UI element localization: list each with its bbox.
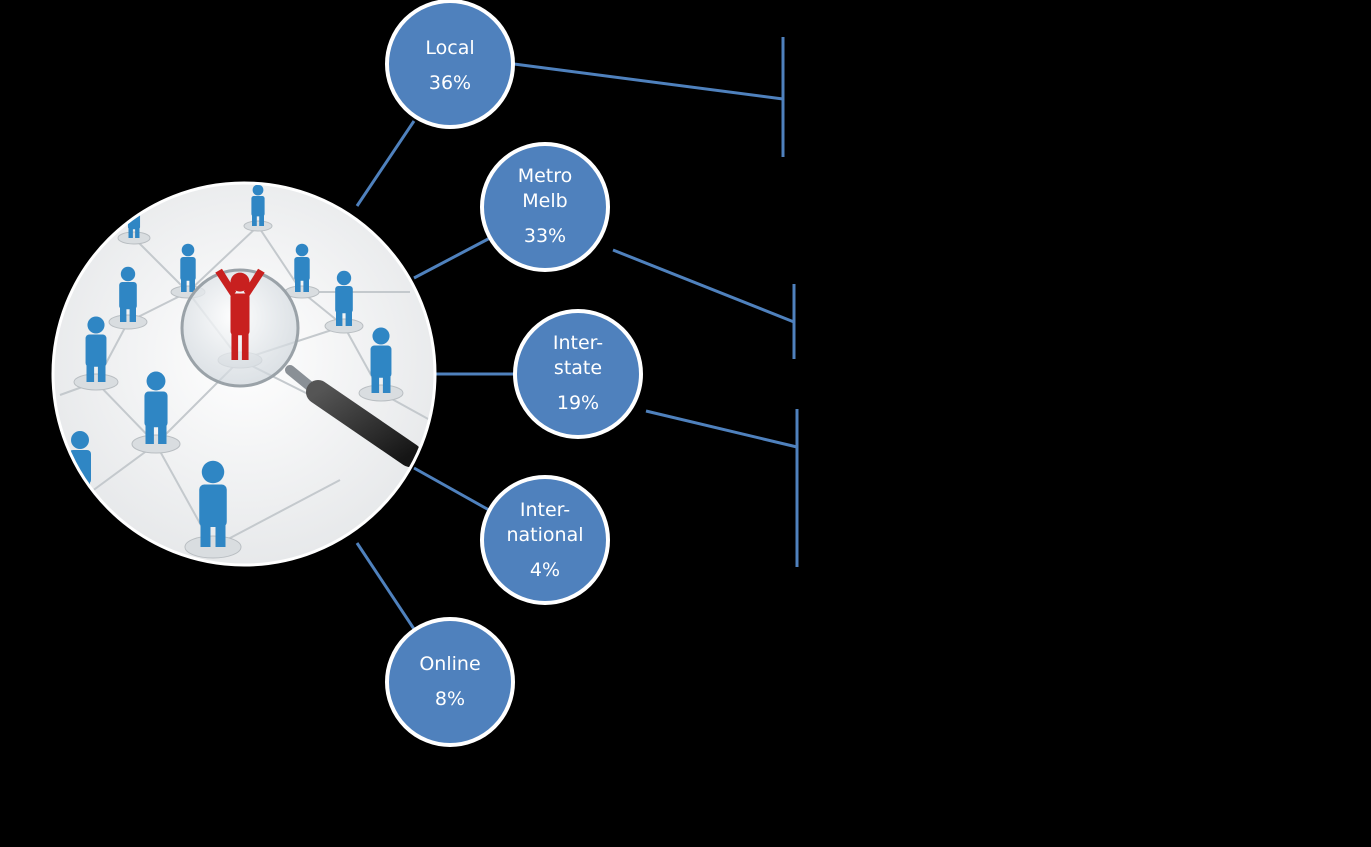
connector-local: [513, 62, 784, 101]
hub-spokes: [355, 120, 515, 630]
node-online-label: Online: [419, 653, 480, 675]
node-international-circle: [480, 475, 610, 605]
node-local-circle: [385, 0, 515, 129]
node-interstate-percent: 19%: [557, 392, 599, 414]
node-local: Local 36%: [385, 0, 515, 129]
node-local-percent: 36%: [429, 72, 471, 94]
connector-interstate: [645, 409, 798, 449]
spoke-international: [413, 466, 490, 512]
node-metro-melb: Metro Melb 33%: [480, 142, 610, 272]
node-online: Online 8%: [385, 617, 515, 747]
bracket-connectors: [513, 37, 799, 567]
node-metro-melb-circle: [480, 142, 610, 272]
node-local-label: Local: [425, 37, 474, 59]
node-international-label-line2: national: [506, 524, 583, 546]
spoke-online: [355, 542, 416, 630]
node-online-circle: [385, 617, 515, 747]
node-metro-melb-percent: 33%: [524, 225, 566, 247]
node-online-percent: 8%: [435, 688, 465, 710]
node-interstate-circle: [513, 309, 643, 439]
node-international-percent: 4%: [530, 559, 560, 581]
node-interstate-label-line2: state: [554, 357, 602, 379]
node-metro-melb-label-line2: Melb: [522, 190, 567, 212]
node-metro-melb-label-line1: Metro: [518, 165, 573, 187]
spoke-local: [355, 120, 416, 207]
spoke-metro-melb: [413, 236, 491, 280]
node-international: Inter- national 4%: [480, 475, 610, 605]
node-interstate: Inter- state 19%: [513, 309, 643, 439]
network-people-illustration-icon: [51, 181, 437, 567]
connector-metro-melb: [612, 248, 795, 324]
node-interstate-label-line1: Inter-: [553, 332, 603, 354]
category-nodes: Local 36% Metro Melb 33% Inter- state 19…: [385, 0, 643, 747]
node-international-label-line1: Inter-: [520, 499, 570, 521]
